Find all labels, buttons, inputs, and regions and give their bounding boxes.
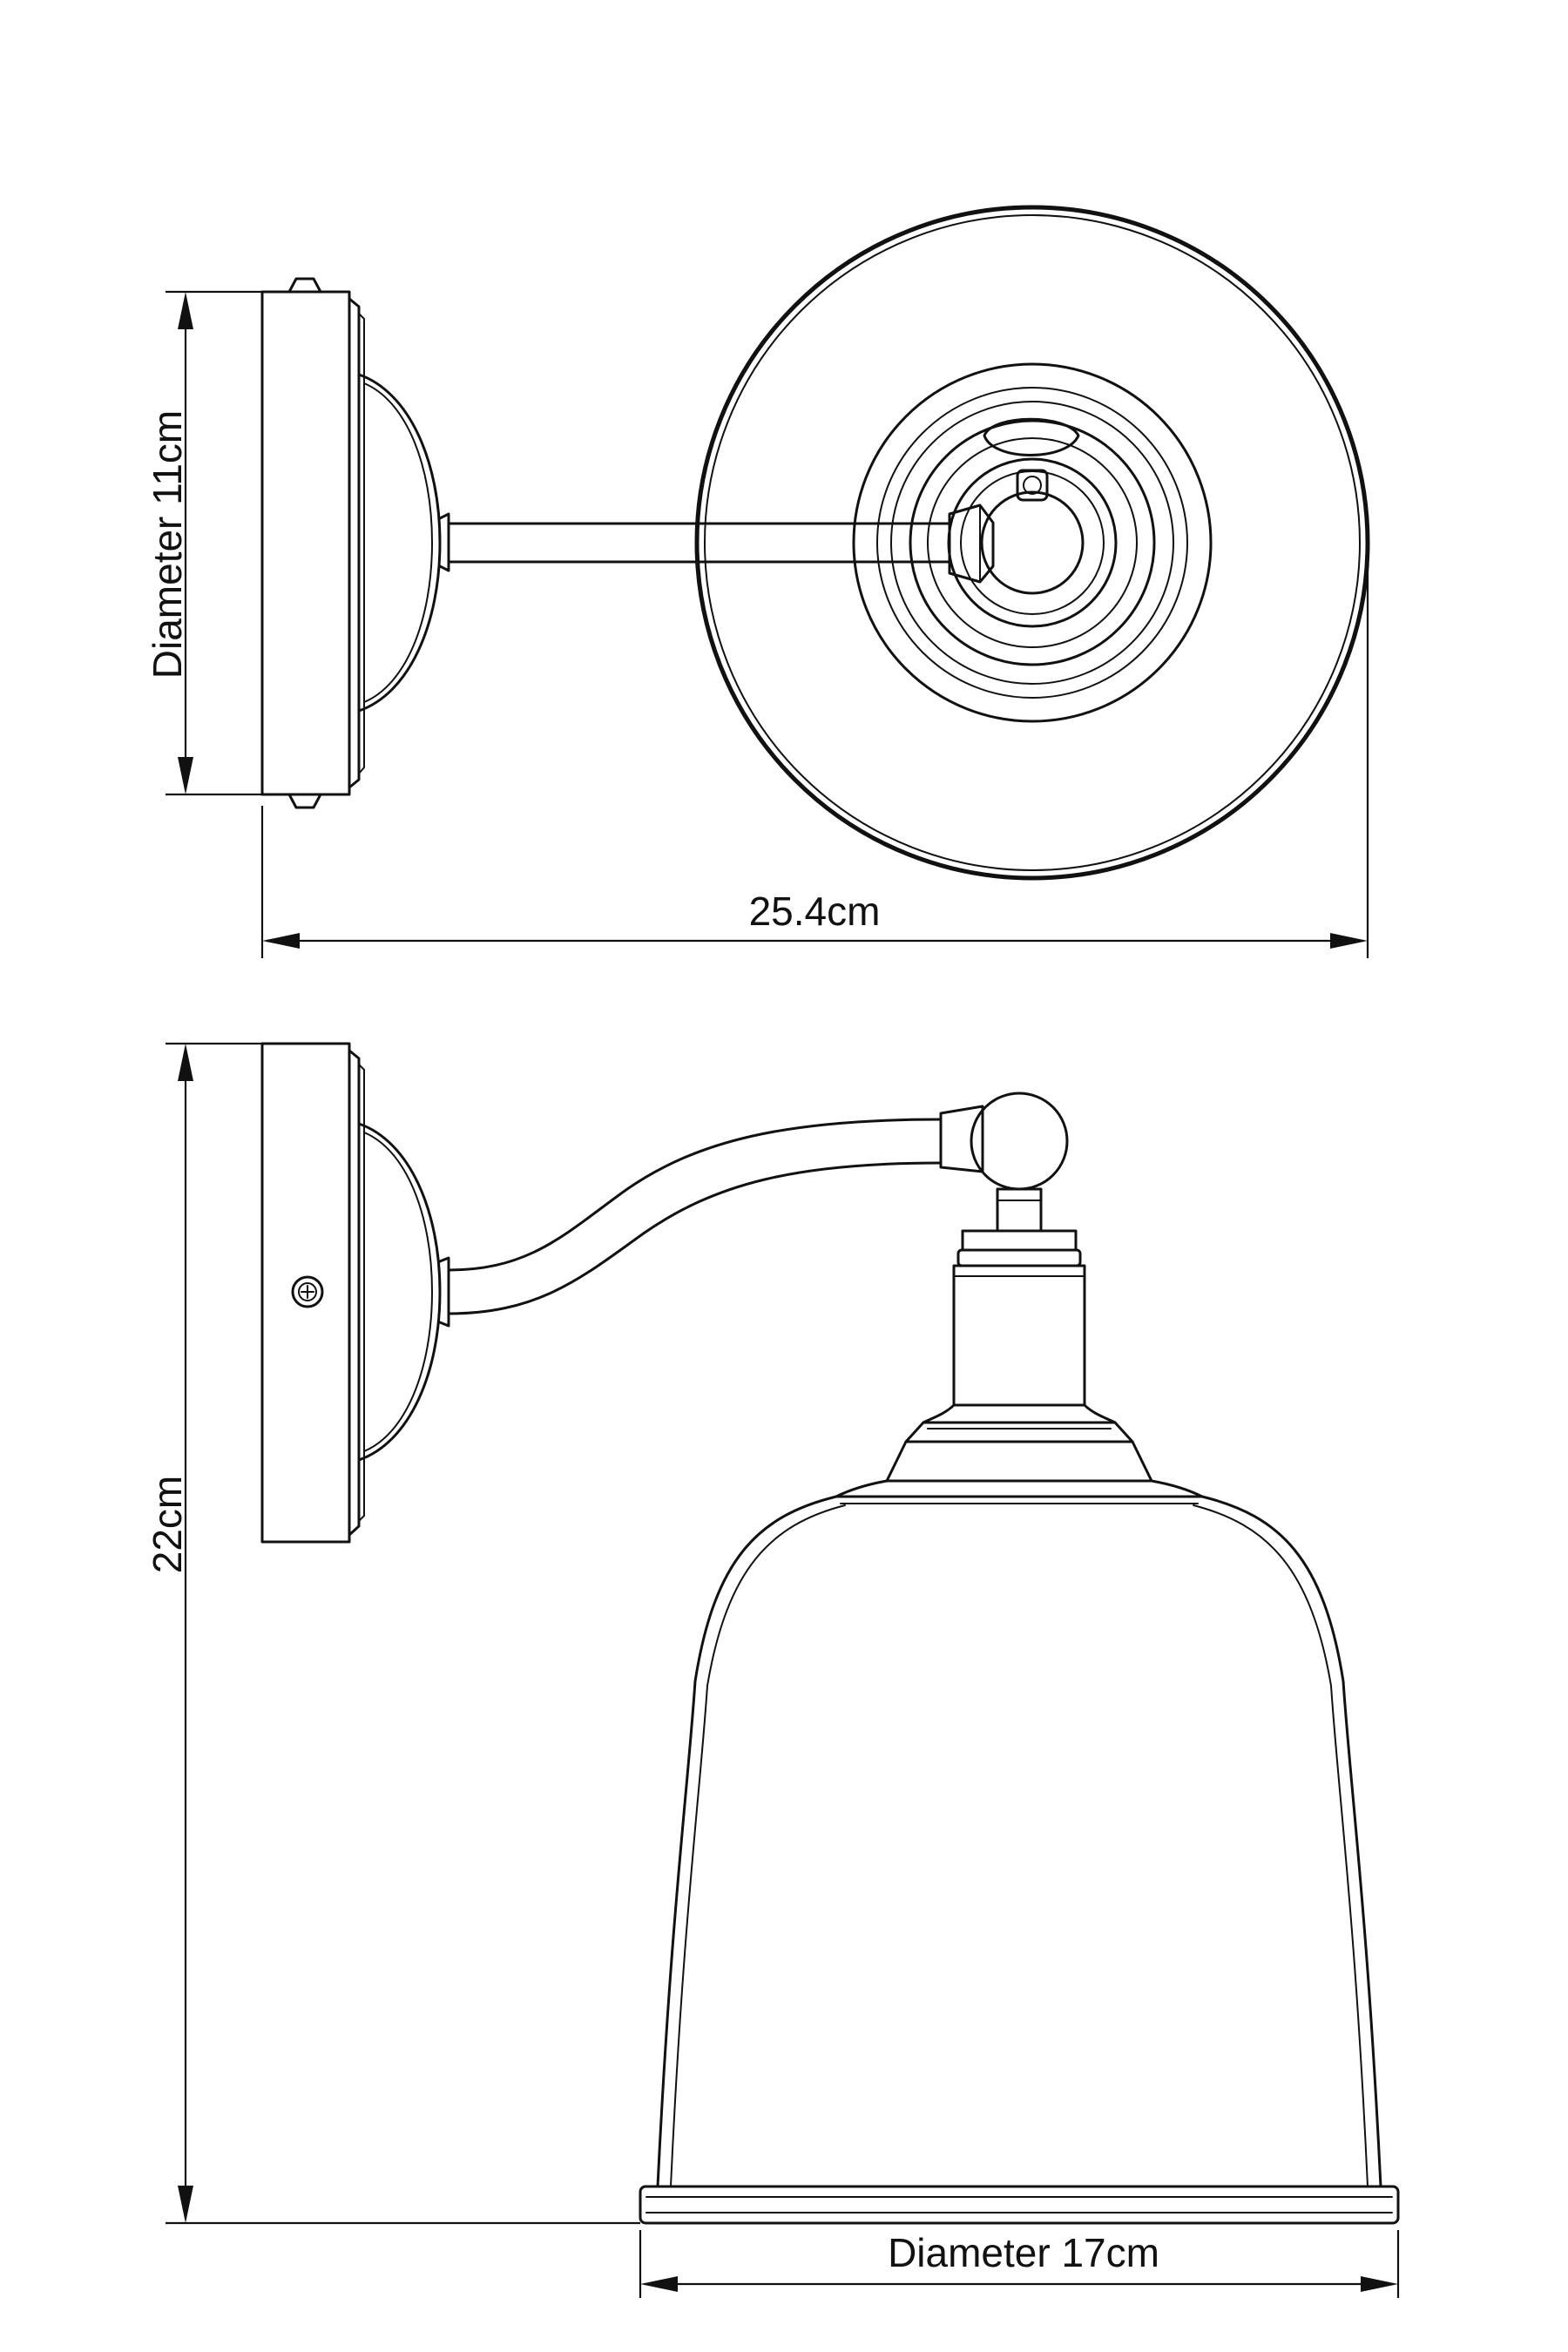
top-shade [694, 205, 1370, 881]
top-view: Diameter 11cm 25.4cm [145, 205, 1370, 958]
top-width-label: 25.4cm [749, 889, 881, 934]
top-width-dimension [260, 523, 1369, 958]
bottom-height-dimension [166, 1042, 640, 2225]
bottom-neck [922, 1264, 1117, 1429]
bottom-height-label: 22cm [145, 1476, 190, 1573]
bottom-view: 22cm Diameter 17cm [145, 1042, 1400, 2298]
bottom-knuckle [939, 1092, 1082, 1267]
top-arm [438, 512, 951, 572]
bottom-shade [639, 1421, 1400, 2225]
bottom-backplate [260, 1042, 442, 1544]
top-backplate [260, 277, 442, 809]
bottom-width-label: Diameter 17cm [888, 2230, 1159, 2275]
top-height-label: Diameter 11cm [145, 410, 190, 679]
bottom-width-dimension [639, 2230, 1400, 2298]
bottom-arm [438, 1118, 943, 1328]
top-height-dimension [166, 290, 262, 796]
